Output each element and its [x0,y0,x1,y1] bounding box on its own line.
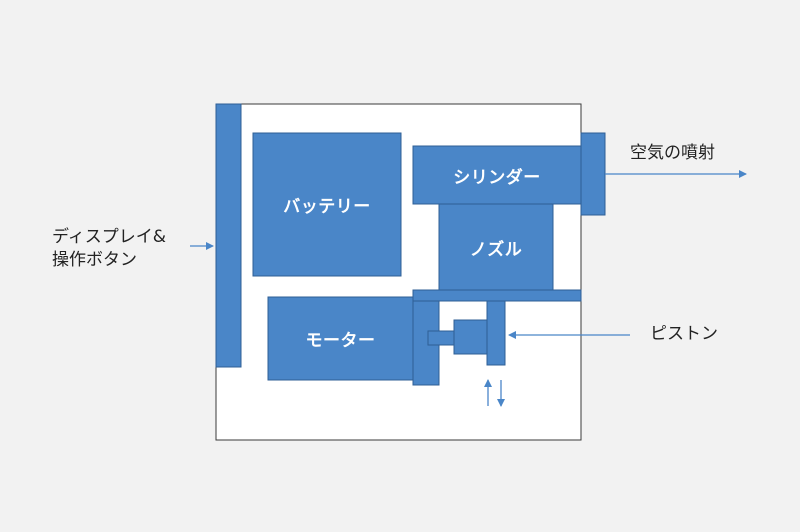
air-outlet-block [580,132,606,216]
piston-head [486,300,506,366]
display-label-line2: 操作ボタン [52,250,137,270]
display-panel [215,103,242,368]
battery-block [252,132,402,277]
display-label-line1: ディスプレイ& [52,227,167,247]
nozzle-block [438,203,554,291]
piston-label: ピストン [650,324,718,344]
cylinder-block [412,145,582,205]
air-jet-label: 空気の噴射 [630,143,715,163]
shelf-bar [412,289,582,302]
display-buttons-label: ディスプレイ& 操作ボタン [52,226,166,272]
motor-block [267,296,414,381]
motor-shaft [427,330,455,346]
piston-body [453,319,488,355]
